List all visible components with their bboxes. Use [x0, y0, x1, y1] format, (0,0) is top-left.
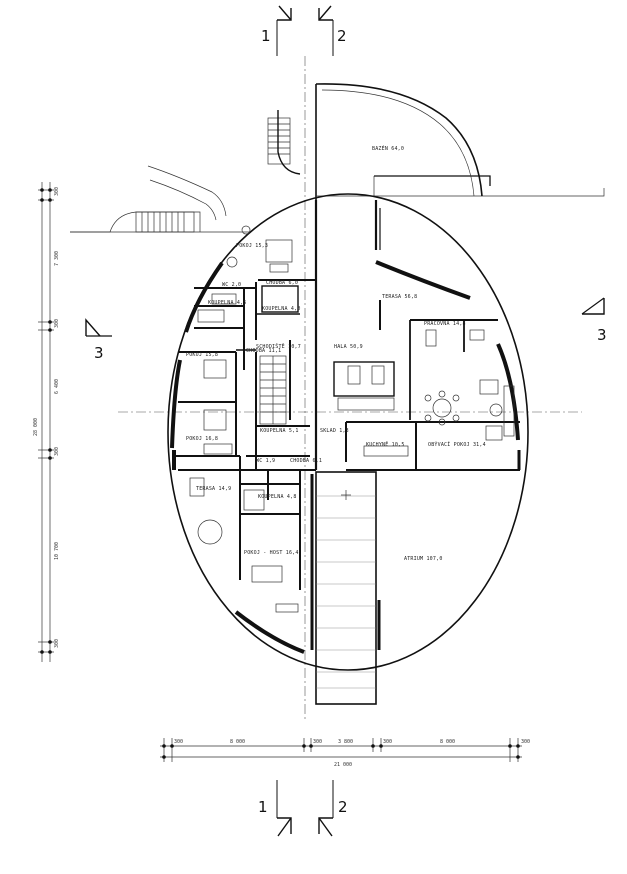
section-label-3-right: 3	[597, 326, 607, 344]
room-label-sklad: SKLAD 1,3	[320, 428, 349, 434]
dim-v-2: 7 300	[54, 251, 60, 266]
section-label-2-bottom: 2	[338, 798, 348, 816]
pool: BAZÉN 64,0	[315, 83, 483, 200]
room-label-kuchyne: KUCHYNĚ 10,5	[366, 440, 405, 448]
room-label-hala: HALA 50,9	[334, 344, 363, 350]
section-label-1-bottom: 1	[258, 798, 268, 816]
room-label-bazen: BAZÉN 64,0	[372, 144, 404, 152]
site-context	[70, 110, 605, 233]
section-mark-right: 3	[581, 297, 607, 344]
dim-v-total: 28 000	[33, 418, 39, 436]
room-labels: POKOJ 15,3 CHODBA 6,0 KOUPELNA 4,0 WC 2,…	[186, 243, 486, 562]
room-label-koupelna-mid: KOUPELNA 5,1	[260, 428, 299, 434]
room-label-pokoj-top: POKOJ 15,3	[236, 243, 268, 249]
room-label-koupelna-top: KOUPELNA 4,0	[262, 306, 301, 312]
dim-h-2: 8 000	[230, 739, 245, 745]
horizontal-dimension: 300 8 000 300 3 800 300 8 000 300 21 000	[160, 738, 530, 768]
dim-v-3: 300	[54, 319, 60, 328]
room-label-chodba-top: CHODBA 6,0	[266, 280, 298, 286]
atrium-ramp	[310, 471, 381, 705]
section-label-2-top: 2	[337, 27, 347, 45]
section-mark-left: 3	[85, 318, 112, 362]
room-label-wc-left: WC 2,0	[222, 282, 241, 288]
dim-h-5: 300	[383, 739, 392, 745]
room-label-pracovna: PRACOVNA 14,8	[424, 321, 466, 327]
dim-h-6: 8 000	[440, 739, 455, 745]
dim-h-3: 300	[313, 739, 322, 745]
room-label-obyvaci-pokoj: OBÝVACÍ POKOJ 31,4	[428, 440, 486, 448]
section-label-1-top: 1	[261, 27, 271, 45]
room-label-pokoj-left: POKOJ 15,8	[186, 352, 218, 358]
dim-v-6: 10 700	[54, 542, 60, 560]
dim-v-5: 300	[54, 447, 60, 456]
dim-v-7: 300	[54, 639, 60, 648]
dim-v-4: 6 400	[54, 379, 60, 394]
room-label-koupelna-low: KOUPELNA 4,8	[258, 494, 297, 500]
vertical-dimension: 300 7 300 300 6 400 300 10 700 300 28 00…	[33, 182, 60, 662]
room-label-pokoj-left2: POKOJ 16,8	[186, 436, 218, 442]
furniture	[189, 225, 515, 613]
section-mark-bottom: 1 2	[258, 780, 348, 837]
room-label-pokoj-host: POKOJ - HOST 16,4	[244, 550, 299, 556]
dim-v-1: 300	[54, 187, 60, 196]
room-label-koupelna-left: KOUPELNA 4,5	[208, 300, 247, 306]
section-label-3-left: 3	[94, 344, 104, 362]
room-label-chodba-mid: CHODBA 11,1	[246, 348, 281, 354]
room-label-terasa-top: TERASA 56,8	[382, 294, 417, 300]
room-label-wc-mid: WC 1,9	[256, 458, 275, 464]
room-label-chodba-low: CHODBA 6,1	[290, 458, 322, 464]
room-label-terasa-low: TERASA 14,9	[196, 486, 231, 492]
dim-h-4: 3 800	[338, 739, 353, 745]
interior-walls	[176, 200, 520, 590]
dim-h-1: 300	[174, 739, 183, 745]
room-label-atrium: ATRIUM 107,0	[404, 556, 443, 562]
dim-h-total: 21 000	[334, 762, 352, 768]
elliptical-envelope	[167, 193, 529, 671]
section-mark-top: 1 2	[261, 5, 347, 56]
room-label-schodiste: SCHODIŠTĚ 10,7	[256, 342, 301, 350]
dim-h-7: 300	[521, 739, 530, 745]
